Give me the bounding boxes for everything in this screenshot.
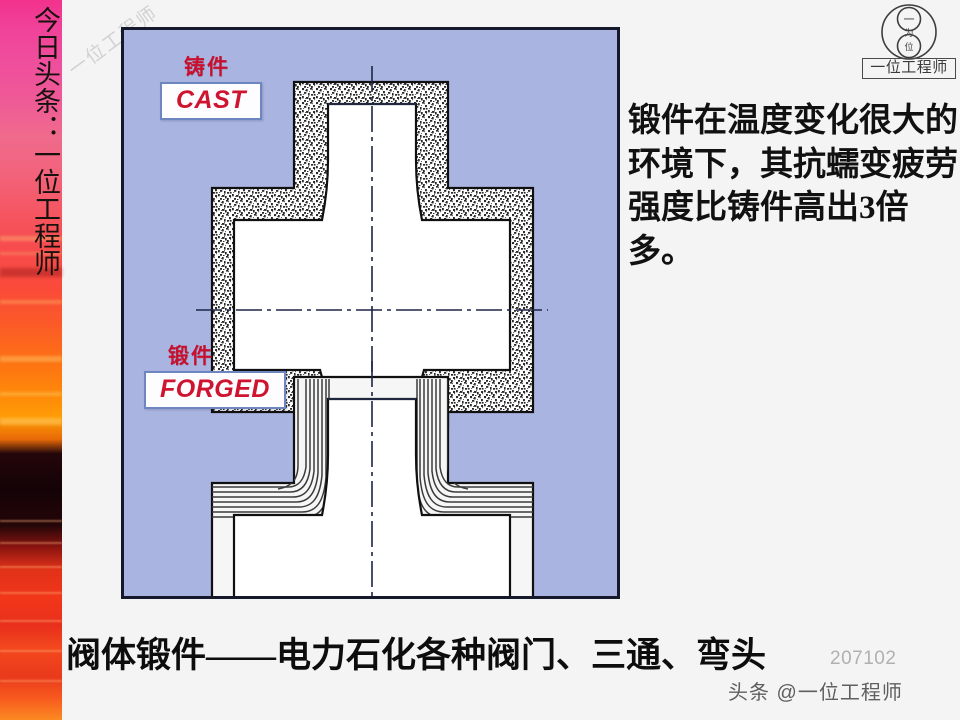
sidebar-title: 今日头条：一位工程师 [30,6,60,276]
label-forged-cn: 锻件 [168,345,214,368]
label-cast-box: CAST [160,82,263,121]
water-ripple [0,650,62,652]
water-ripple [0,566,62,568]
svg-text:位: 位 [904,41,913,52]
label-forged-en: FORGED [160,375,270,404]
page-caption: 阀体锻件——电力石化各种阀门、三通、弯头 [66,636,767,675]
label-cast-cn: 铸件 [184,56,230,79]
cloud-streak [0,392,62,396]
cloud-streak [0,418,62,425]
cloud-streak [0,356,62,362]
cloud-streak [0,236,62,241]
comparison-diagram-panel: 铸件 CAST 锻件 FORGED [121,27,620,599]
brand-logo-label-box: 一位工程师 [862,58,956,79]
valve-cross-section-svg [196,66,548,596]
label-cast-en: CAST [176,86,247,115]
sidebar-sunset-banner: 今日头条：一位工程师 [0,0,62,720]
label-forged: 锻件 FORGED [144,345,286,410]
diagram-canvas: 铸件 CAST 锻件 FORGED [124,30,617,596]
label-forged-box: FORGED [144,371,286,410]
svg-text:一: 一 [904,14,915,26]
cloud-streak-dark [0,268,62,277]
body-text: 锻件在温度变化很大的环境下，其抗蠕变疲劳强度比铸件高出3倍多。 [628,103,958,270]
water-ripple [0,542,62,544]
cloud-streak [0,252,62,255]
water-ripple [0,680,62,682]
water-ripple [0,620,62,622]
cloud-streak [0,300,62,304]
brand-logo-label: 一位工程师 [870,60,948,76]
forged-figure [210,361,535,596]
svg-text:为: 为 [904,27,913,38]
water-ripple [0,592,62,594]
watermark-bottom-right: 头条 @一位工程师 [728,682,903,704]
brand-logo-icon: 一 为 位 [881,4,937,60]
water-ripple [0,520,62,522]
label-cast: 铸件 CAST [160,56,263,121]
